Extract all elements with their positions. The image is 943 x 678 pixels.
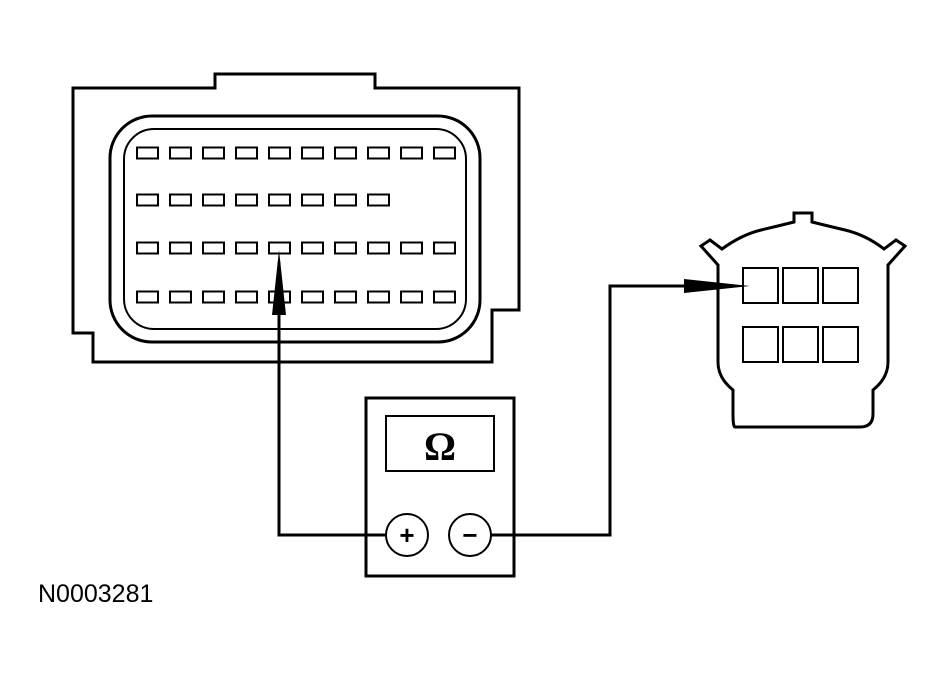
- large-connector-pin: [136, 241, 159, 255]
- small-connector-cavity: [822, 267, 859, 304]
- small-connector-housing: [698, 211, 908, 429]
- large-connector-pin: [268, 193, 291, 207]
- small-connector-cavity: [822, 326, 859, 363]
- ohmmeter: Ω + −: [364, 396, 516, 578]
- large-connector-pin: [202, 146, 225, 160]
- large-connector-pin: [136, 146, 159, 160]
- negative-test-lead: [491, 284, 688, 537]
- negative-probe-tip: [684, 279, 750, 293]
- small-connector-cavity: [782, 267, 819, 304]
- large-connector-pin: [235, 193, 258, 207]
- large-connector-outer-seal: [108, 114, 482, 344]
- large-connector-pin: [169, 193, 192, 207]
- large-connector-pin: [136, 193, 159, 207]
- large-connector-pin: [367, 193, 390, 207]
- positive-jack-label: +: [399, 520, 414, 550]
- large-connector-pin: [301, 146, 324, 160]
- large-connector-pin: [235, 290, 258, 304]
- large-connector-pin: [400, 146, 423, 160]
- large-connector-pin: [334, 241, 357, 255]
- large-connector-pin: [400, 290, 423, 304]
- large-connector-pin: [400, 241, 423, 255]
- large-connector-pin: [202, 241, 225, 255]
- large-connector-pin: [235, 146, 258, 160]
- large-connector-pin: [235, 241, 258, 255]
- positive-test-lead: [277, 262, 386, 537]
- large-connector-pin: [334, 290, 357, 304]
- large-connector-housing: [71, 72, 521, 364]
- ohmmeter-display: [385, 415, 495, 472]
- large-connector-pin: [202, 193, 225, 207]
- ohm-symbol: Ω: [424, 424, 456, 469]
- large-connector-pins: [136, 146, 456, 304]
- large-connector-pin: [202, 290, 225, 304]
- small-connector-cavity: [742, 267, 779, 304]
- test-leads: [272, 250, 750, 537]
- large-connector-pin: [367, 241, 390, 255]
- large-connector-pin: [169, 241, 192, 255]
- large-connector-inner-seal: [123, 128, 467, 330]
- small-connector-cavity: [742, 326, 779, 363]
- large-connector-pin: [301, 241, 324, 255]
- small-connector: [698, 211, 908, 429]
- large-connector-pin: [433, 241, 456, 255]
- large-connector-pin: [136, 290, 159, 304]
- positive-probe-tip: [272, 250, 286, 315]
- large-connector-pin: [301, 290, 324, 304]
- large-connector-pin: [169, 146, 192, 160]
- small-connector-cavity: [782, 326, 819, 363]
- large-connector-pin: [268, 146, 291, 160]
- ohmmeter-body: [364, 396, 516, 578]
- figure-reference-code: N0003281: [38, 580, 153, 608]
- large-connector-pin: [334, 146, 357, 160]
- small-connector-cavities: [742, 267, 859, 363]
- large-connector-pin: [301, 193, 324, 207]
- large-connector-pin: [334, 193, 357, 207]
- large-connector-pin: [169, 290, 192, 304]
- large-connector-pin: [367, 290, 390, 304]
- large-connector-pin: [367, 146, 390, 160]
- large-connector-pin: [433, 146, 456, 160]
- negative-jack-label: −: [462, 520, 477, 550]
- large-connector-pin: [268, 241, 291, 255]
- large-connector-pin: [433, 290, 456, 304]
- large-connector: [71, 72, 521, 364]
